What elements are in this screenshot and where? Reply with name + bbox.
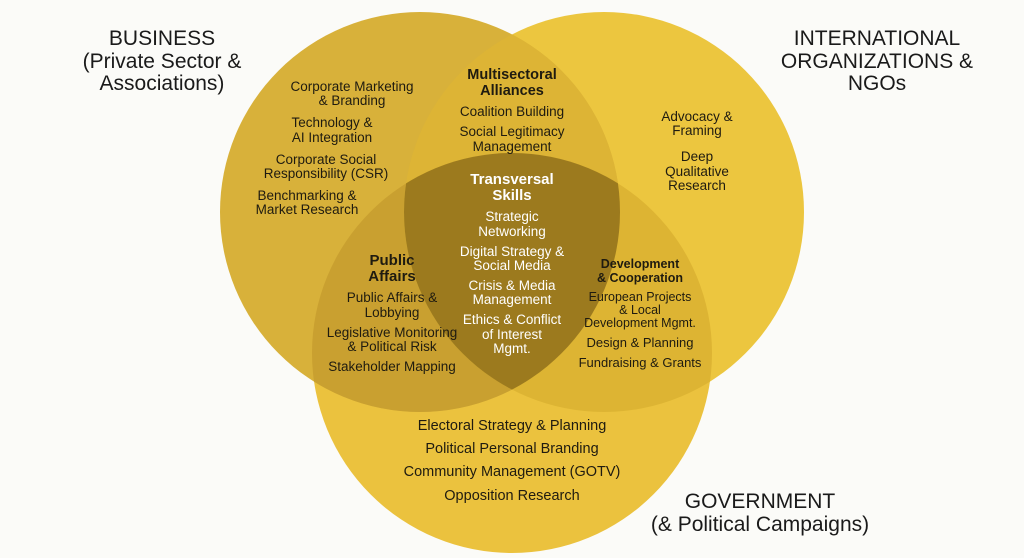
public-affairs-region: Public Affairs Public Affairs & Lobbying… (312, 252, 472, 375)
multisectoral-item: Social Legitimacy Management (459, 124, 565, 154)
transversal-item: Crisis & Media Management (468, 278, 556, 308)
development-cooperation-title: Development & Cooperation (596, 257, 684, 285)
international-item: Deep Qualitative Research (665, 149, 729, 193)
multisectoral-alliances-title: Multisectoral Alliances (467, 67, 557, 99)
business-region: Corporate Marketing & Branding Technolog… (232, 79, 432, 218)
business-item: Technology & AI Integration (291, 115, 373, 145)
international-region: Advocacy & Framing Deep Qualitative Rese… (627, 109, 767, 193)
government-title: GOVERNMENT (& Political Campaigns) (650, 490, 870, 536)
multisectoral-alliances-region: Multisectoral Alliances Coalition Buildi… (437, 67, 587, 154)
government-region: Electoral Strategy & Planning Political … (372, 418, 652, 504)
development-item: Design & Planning (586, 335, 694, 351)
transversal-item: Ethics & Conflict of Interest Mgmt. (462, 312, 562, 356)
international-item: Advocacy & Framing (661, 109, 733, 139)
business-title: BUSINESS (Private Sector & Associations) (82, 27, 242, 96)
transversal-item: Digital Strategy & Social Media (459, 243, 565, 273)
development-item: Fundraising & Grants (578, 355, 702, 371)
multisectoral-item: Coalition Building (459, 104, 565, 120)
government-item: Political Personal Branding (425, 441, 599, 458)
transversal-skills-region: Transversal Skills Strategic Networking … (437, 171, 587, 356)
development-cooperation-region: Development & Cooperation European Proje… (565, 257, 715, 371)
public-affairs-title: Public Affairs (368, 252, 416, 286)
government-item: Opposition Research (444, 487, 580, 504)
transversal-item: Strategic Networking (478, 209, 546, 239)
government-item: Community Management (GOTV) (403, 464, 621, 481)
business-item: Corporate Social Responsibility (CSR) (263, 151, 389, 181)
public-affairs-item: Legislative Monitoring & Political Risk (326, 324, 458, 354)
business-item: Benchmarking & Market Research (255, 188, 359, 218)
public-affairs-item: Stakeholder Mapping (328, 359, 456, 375)
business-item: Corporate Marketing & Branding (290, 79, 414, 109)
international-title: INTERNATIONAL ORGANIZATIONS & NGOs (780, 27, 974, 96)
government-item: Electoral Strategy & Planning (417, 418, 607, 434)
public-affairs-item: Public Affairs & Lobbying (346, 290, 438, 320)
development-item: European Projects & Local Development Mg… (584, 290, 696, 331)
transversal-skills-title: Transversal Skills (470, 171, 554, 205)
overlap-center (404, 153, 620, 412)
